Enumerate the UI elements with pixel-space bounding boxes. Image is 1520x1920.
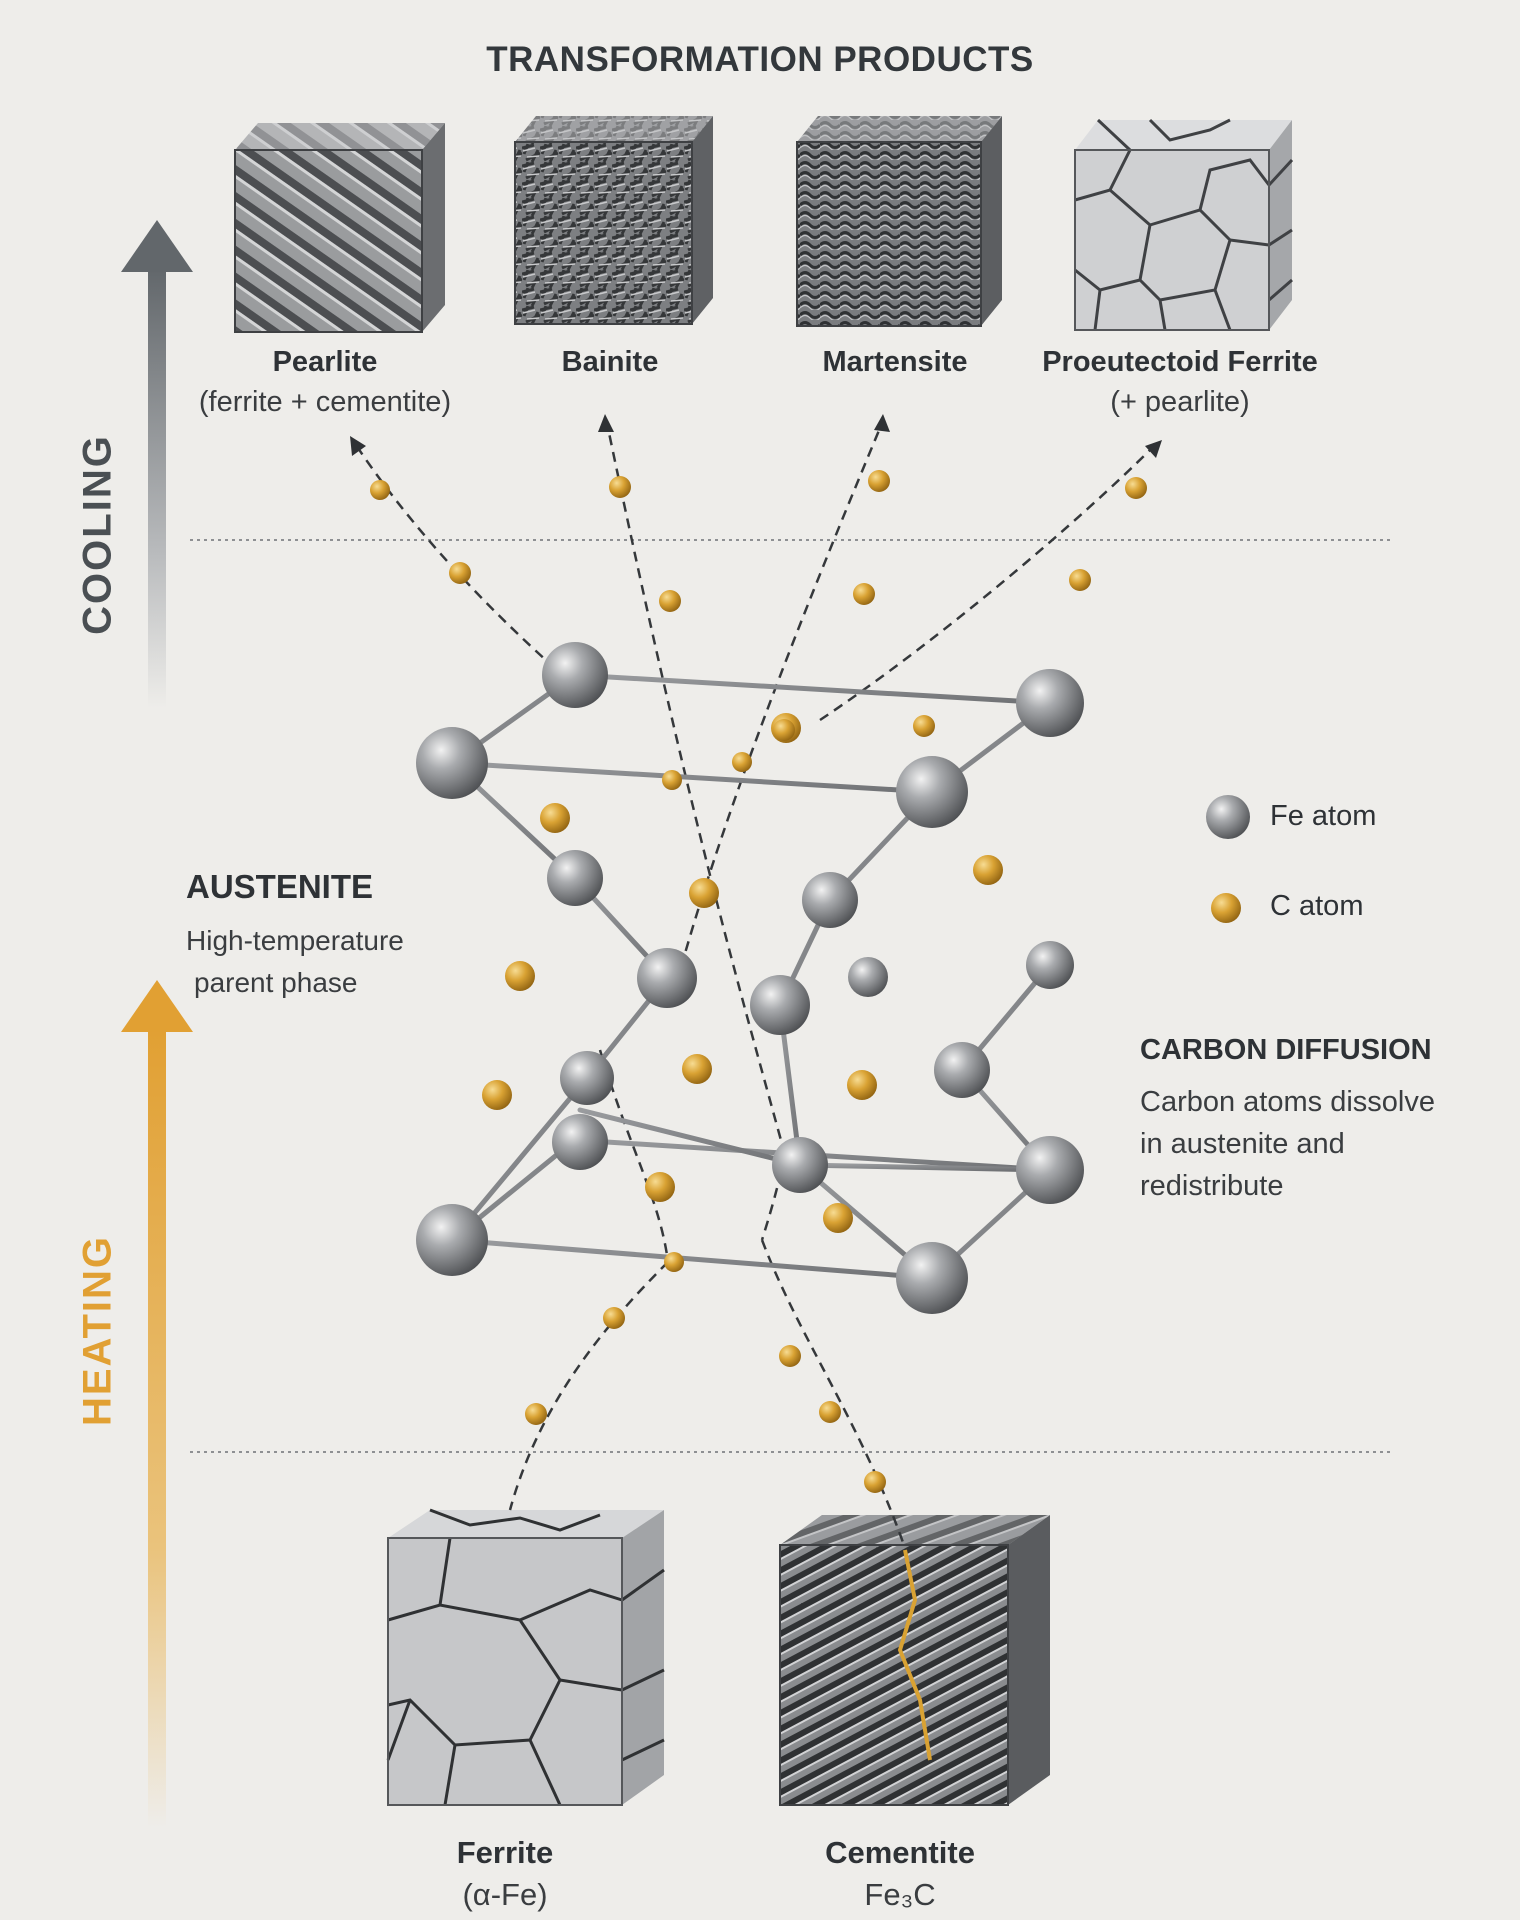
proeutectoid-ferrite-cube-icon bbox=[1074, 118, 1294, 331]
cooling-label: COOLING bbox=[75, 434, 120, 635]
austenite-title: AUSTENITE bbox=[186, 868, 374, 905]
carbon-diffusion-title: CARBON DIFFUSION bbox=[1140, 1034, 1432, 1066]
cementite-label: Cementite Fe₃C bbox=[790, 1832, 1010, 1916]
carbon-diffusion-block: CARBON DIFFUSION Carbon atoms dissolve i… bbox=[1140, 1034, 1510, 1207]
carbon-diffusion-line2: in austenite and bbox=[1140, 1128, 1345, 1160]
heating-label: HEATING bbox=[75, 1234, 120, 1427]
path-arrowheads bbox=[350, 414, 1162, 458]
martensite-name: Martensite bbox=[822, 346, 968, 378]
pearlite-name: Pearlite bbox=[272, 346, 378, 378]
ferrite-sub-label: Fe₃C (α-Fe) bbox=[405, 1874, 605, 1916]
pearlite-sub: (ferrite + cementite) bbox=[198, 386, 452, 418]
ferrite-alpha: (α-Fe) bbox=[462, 1877, 548, 1912]
heating-arrow bbox=[121, 980, 193, 1828]
c-atom-legend: C atom bbox=[1270, 890, 1364, 922]
fe-atom-legend-icon bbox=[1206, 795, 1250, 839]
fe-atom-legend: Fe atom bbox=[1270, 800, 1377, 832]
bainite-label: Bainite bbox=[510, 342, 710, 382]
path-carbon-atoms bbox=[370, 470, 1147, 1493]
transformation-products-title: TRANSFORMATION PRODUCTS bbox=[486, 40, 1034, 79]
cooling-arrow bbox=[121, 220, 193, 708]
ferrite-label: Ferrite bbox=[405, 1832, 605, 1874]
cementite-cube-icon bbox=[779, 1515, 1050, 1806]
diffusion-paths bbox=[356, 427, 1153, 1549]
cementite-name: Cementite bbox=[825, 1835, 975, 1870]
proeutectoid-ferrite-label: Proeutectoid Ferrite (+ pearlite) bbox=[1030, 342, 1330, 422]
ferrite-name: Ferrite bbox=[456, 1835, 554, 1870]
martensite-label: Martensite bbox=[780, 342, 1010, 382]
proeutectoid-ferrite-sub: (+ pearlite) bbox=[1110, 386, 1250, 418]
c-atom-legend-icon bbox=[1211, 893, 1241, 923]
carbon-diffusion-line3: redistribute bbox=[1140, 1170, 1284, 1202]
austenite-line2: parent phase bbox=[194, 967, 358, 998]
austenite-block: AUSTENITE High-temperature parent phase bbox=[186, 868, 446, 1004]
bainite-cube-icon bbox=[514, 116, 713, 325]
pearlite-label: Pearlite (ferrite + cementite) bbox=[175, 342, 475, 422]
cementite-formula: Fe₃C bbox=[864, 1877, 936, 1912]
carbon-diffusion-line1: Carbon atoms dissolve bbox=[1140, 1086, 1435, 1118]
proeutectoid-ferrite-name: Proeutectoid Ferrite bbox=[1042, 346, 1318, 378]
bainite-name: Bainite bbox=[561, 346, 659, 378]
pearlite-cube-icon bbox=[234, 123, 445, 333]
ferrite-cube-icon bbox=[386, 1508, 665, 1806]
austenite-lattice bbox=[416, 642, 1084, 1314]
austenite-line1: High-temperature bbox=[186, 925, 404, 956]
martensite-cube-icon bbox=[796, 116, 1002, 327]
